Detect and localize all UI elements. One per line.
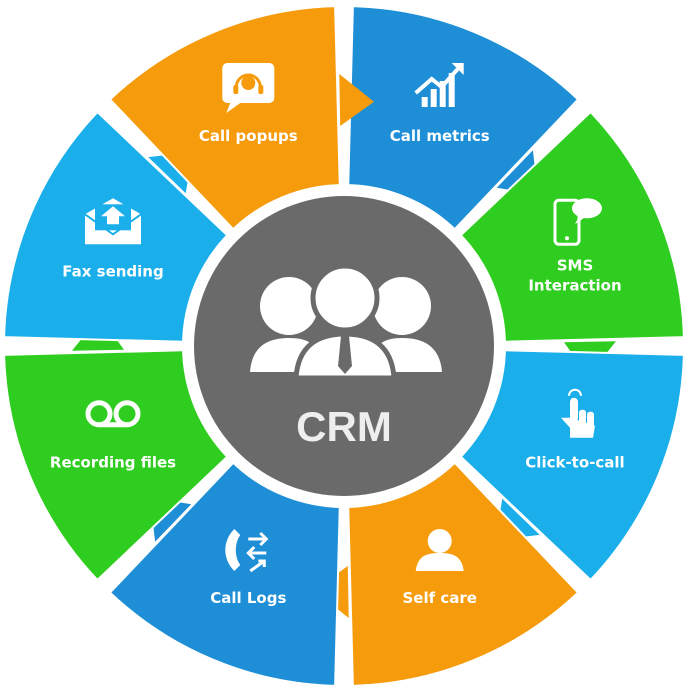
segment-call-logs-label: Call Logs — [210, 589, 286, 607]
segment-call-popups-label: Call popups — [199, 127, 298, 145]
crm-hub: CRM — [182, 184, 506, 508]
envelope-upload-icon — [84, 198, 142, 245]
segment-self-care: Self care — [314, 454, 580, 687]
headset-chat-icon — [222, 63, 275, 113]
phone-transfer-icon — [225, 529, 269, 573]
segment-recording-files-label: Recording files — [50, 454, 176, 472]
segment-call-popups-notch — [339, 74, 374, 126]
mobile-sms-icon — [553, 198, 602, 246]
segment-fax-sending: Fax sending — [3, 110, 236, 344]
team-people-icon — [250, 263, 442, 381]
growth-chart-icon — [414, 63, 464, 107]
tap-hand-icon — [561, 388, 595, 438]
segment-click-to-call-label: Click-to-call — [525, 454, 624, 472]
segment-call-metrics-label: Call metrics — [390, 127, 490, 145]
segment-call-popups: Call popups — [108, 5, 374, 238]
segment-fax-sending-label: Fax sending — [62, 262, 163, 280]
voicemail-icon — [85, 400, 141, 428]
crm-title: CRM — [296, 403, 392, 450]
segment-self-care-label: Self care — [402, 589, 476, 607]
user-silhouette-icon — [415, 529, 464, 571]
